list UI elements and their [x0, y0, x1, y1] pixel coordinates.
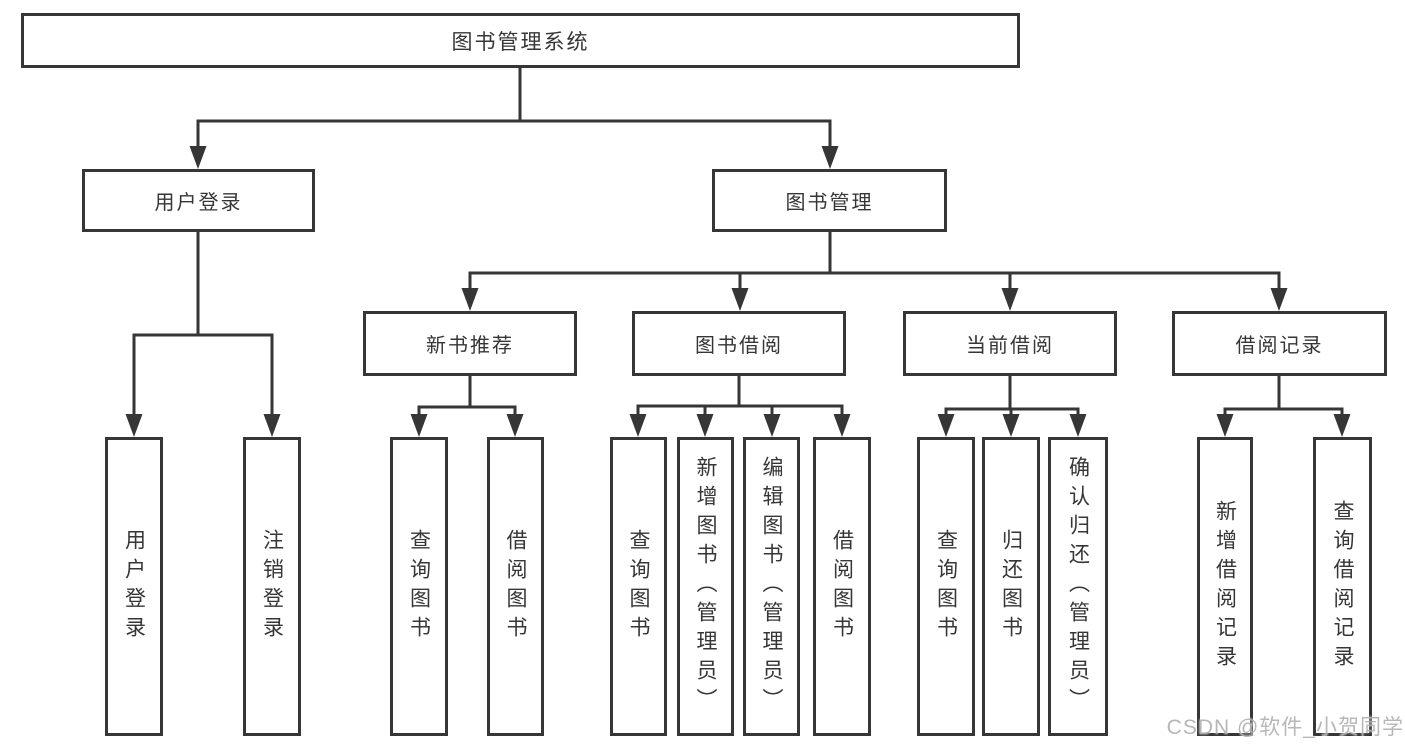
leaf-add-borrow-record: 新增借阅记录 — [1197, 437, 1253, 736]
leaf-add-books-admin: 新增图书（管理员） — [677, 437, 734, 736]
arrow-head-icon — [506, 414, 524, 437]
csdn-watermark: CSDN @软件_小贺同学 — [1166, 716, 1404, 739]
leaf-confirm-return-admin: 确认归还（管理员） — [1048, 437, 1108, 736]
node-library-management-system: 图书管理系统 — [21, 13, 1020, 68]
arrow-head-icon — [1270, 288, 1288, 311]
arrow-head-icon — [821, 146, 839, 169]
leaf-edit-books-admin: 编辑图书（管理员） — [743, 437, 800, 736]
node-book-borrowing: 图书借阅 — [632, 311, 846, 376]
arrow-head-icon — [1069, 414, 1087, 437]
arrow-head-icon — [937, 414, 955, 437]
arrow-head-icon — [1333, 414, 1351, 437]
node-user-login-module: 用户登录 — [82, 169, 315, 232]
leaf-borrow-books-borrowing: 借阅图书 — [813, 437, 871, 736]
arrow-head-icon — [629, 414, 647, 437]
arrow-head-icon — [833, 414, 851, 437]
leaf-borrow-books-recommend: 借阅图书 — [487, 437, 544, 736]
leaf-query-books-recommend: 查询图书 — [390, 437, 448, 736]
node-book-management-module: 图书管理 — [712, 169, 947, 232]
arrow-head-icon — [263, 414, 281, 437]
arrow-head-icon — [1001, 288, 1019, 311]
leaf-query-books-current: 查询图书 — [917, 437, 975, 736]
arrow-head-icon — [1002, 414, 1020, 437]
node-new-book-recommendation: 新书推荐 — [363, 311, 577, 376]
arrow-head-icon — [696, 414, 714, 437]
arrow-head-icon — [125, 414, 143, 437]
arrow-head-icon — [461, 288, 479, 311]
leaf-logout: 注销登录 — [243, 437, 301, 736]
leaf-user-login: 用户登录 — [105, 437, 163, 736]
node-current-borrowing: 当前借阅 — [903, 311, 1117, 376]
arrow-head-icon — [1216, 414, 1234, 437]
arrow-head-icon — [763, 414, 781, 437]
arrow-head-icon — [731, 288, 749, 311]
leaf-query-books-borrowing: 查询图书 — [610, 437, 667, 736]
arrow-head-icon — [410, 414, 428, 437]
leaf-query-borrow-record: 查询借阅记录 — [1313, 437, 1372, 736]
arrow-head-icon — [189, 146, 207, 169]
node-borrowing-records: 借阅记录 — [1172, 311, 1387, 376]
leaf-return-books: 归还图书 — [982, 437, 1040, 736]
